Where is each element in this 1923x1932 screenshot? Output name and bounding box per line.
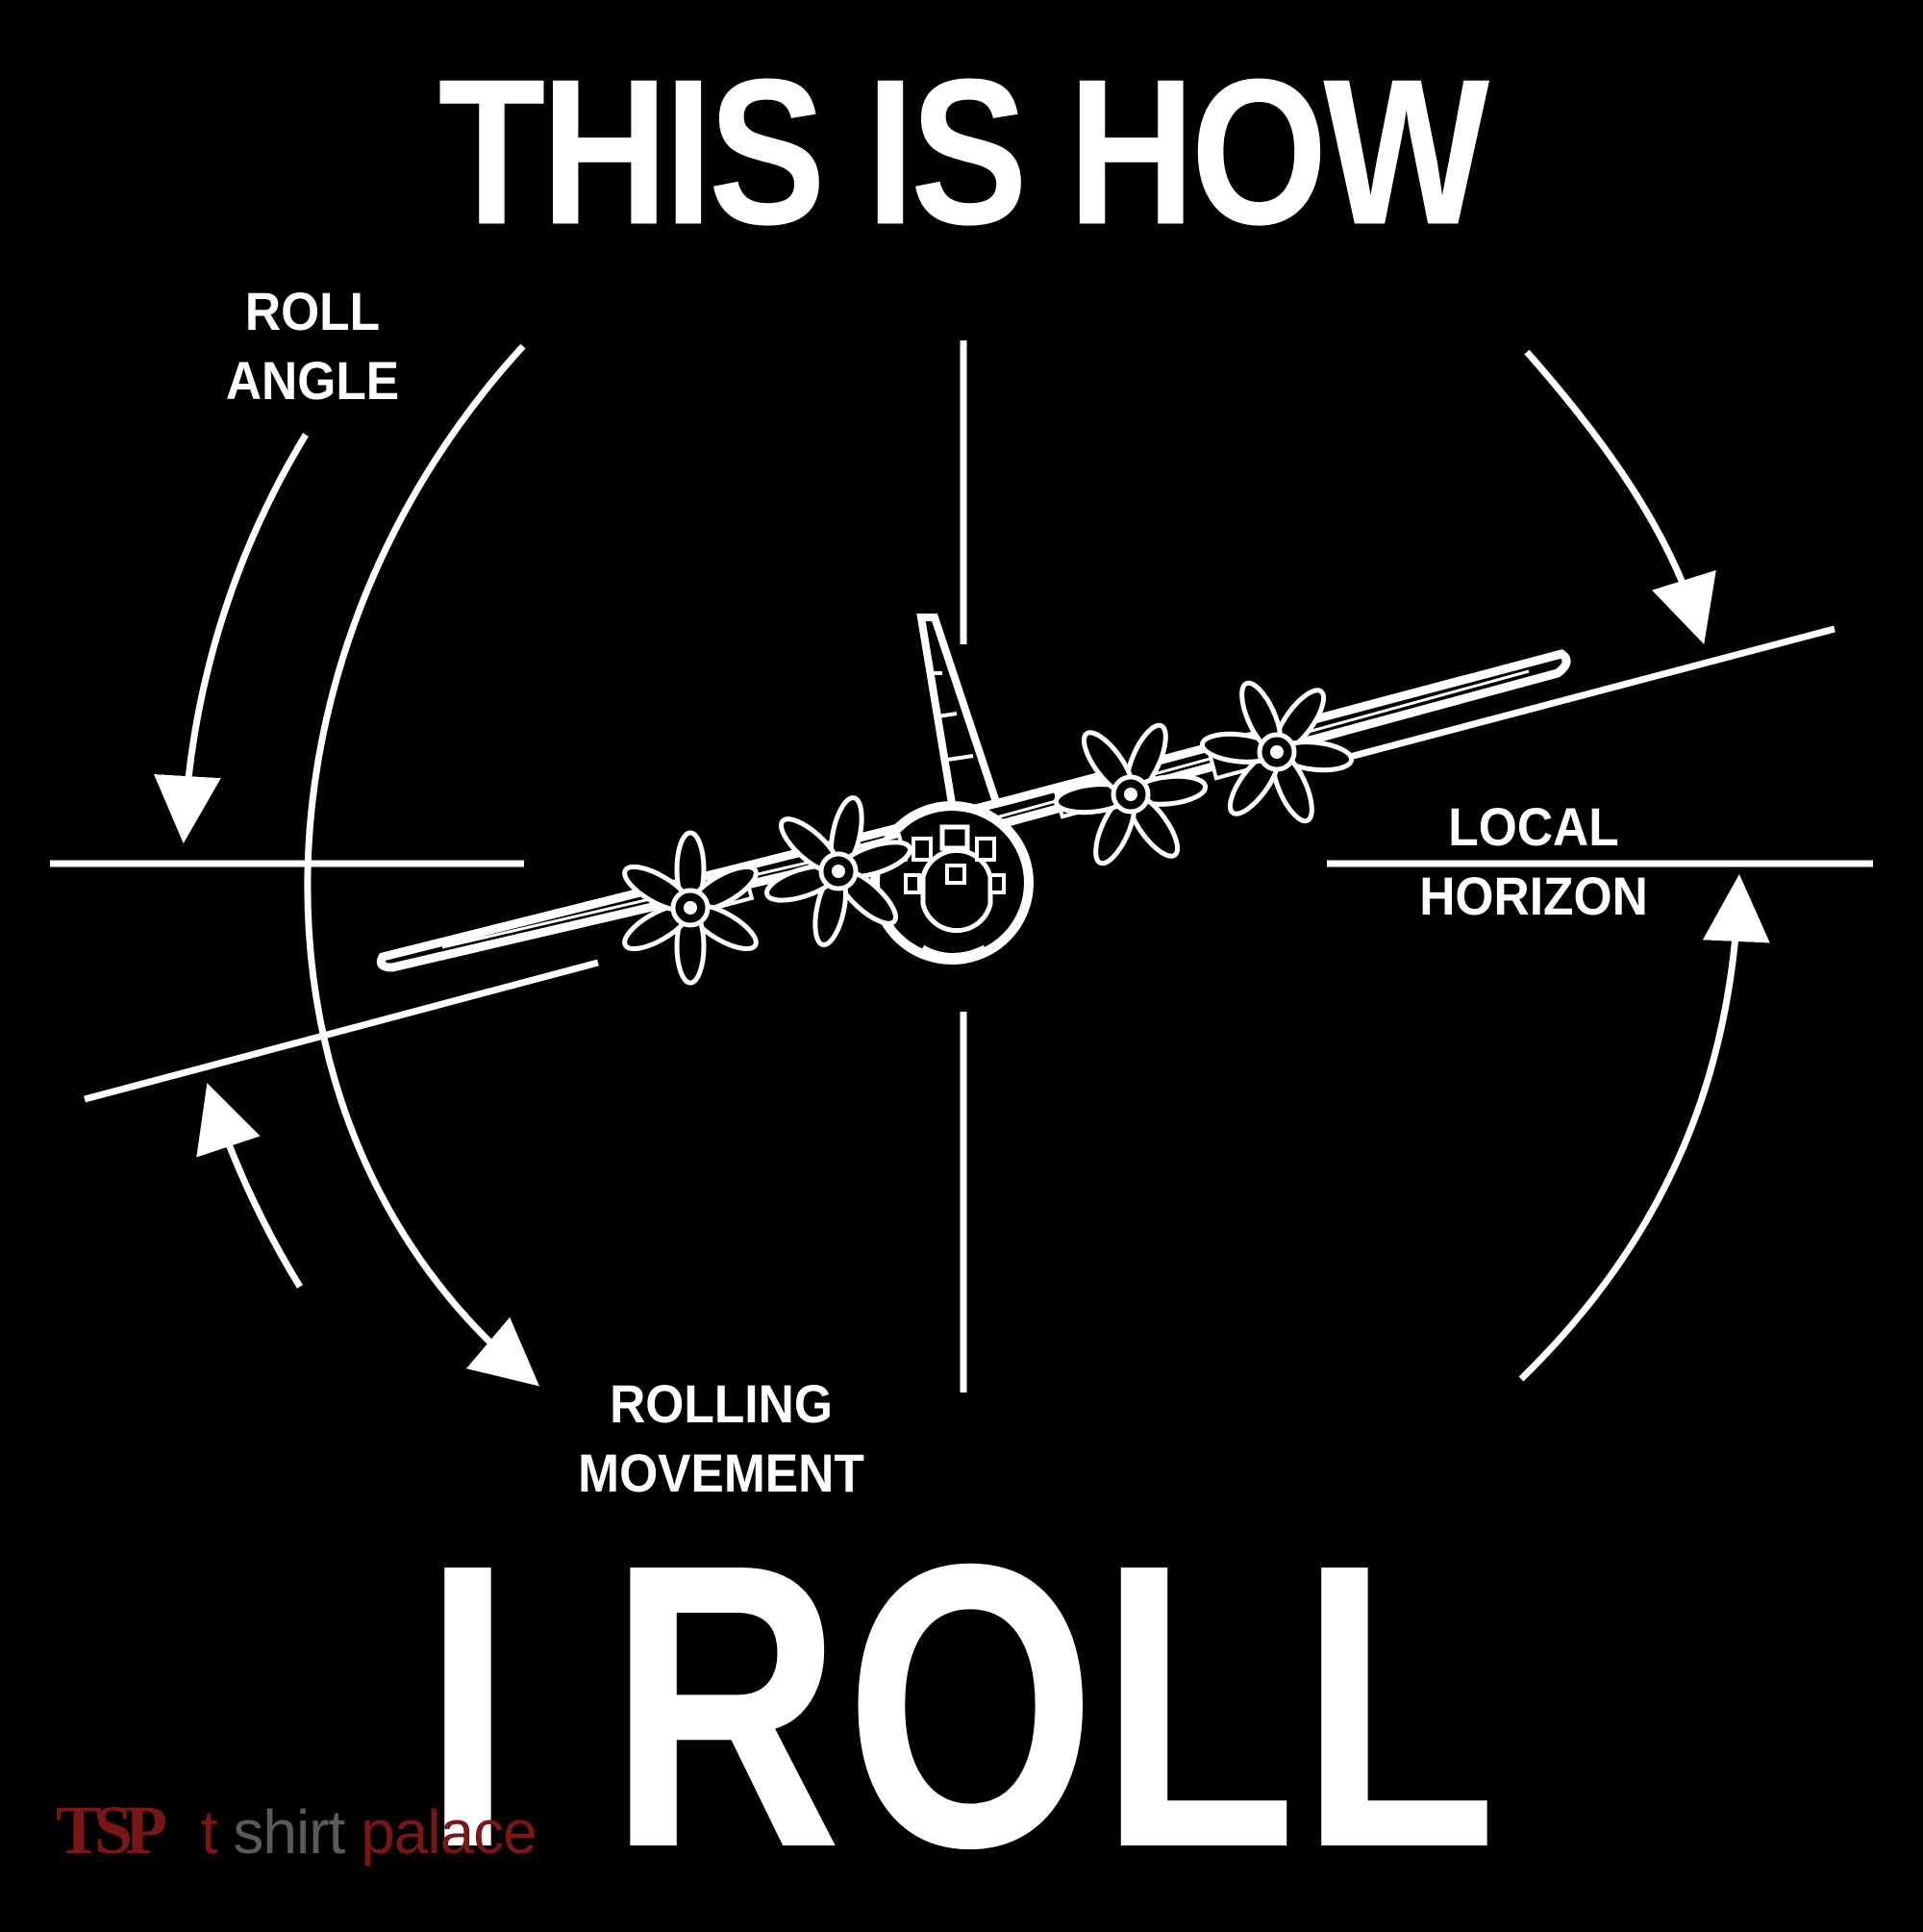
roll-angle-lower-arrow — [196, 1083, 303, 1289]
roll-angle-arrow — [153, 433, 309, 843]
rolling-movement-arc — [304, 343, 540, 1387]
propellers — [622, 680, 1355, 986]
right-bottom-arrow — [1518, 874, 1770, 1382]
watermark-word-1: t — [200, 1797, 218, 1867]
headline-bottom: I ROLL — [422, 1481, 1501, 1932]
watermark-logo: TSP — [56, 1792, 167, 1869]
watermark: TSP t shirt palace — [56, 1791, 537, 1870]
label-rolling-movement-line1: ROLLING — [610, 1373, 833, 1434]
label-local-horizon-line1: LOCAL — [1448, 796, 1619, 857]
roll-axis-line-left — [84, 959, 599, 1103]
propeller-icon — [764, 795, 912, 947]
propeller-icon — [1053, 722, 1209, 866]
aircraft-icon — [376, 614, 1571, 972]
label-rolling-movement: ROLLING MOVEMENT — [571, 1369, 872, 1508]
label-roll-angle: ROLL ANGLE — [219, 277, 405, 415]
right-top-arrow — [1524, 349, 1716, 645]
propeller-icon — [622, 830, 759, 986]
label-roll-angle-line2: ANGLE — [225, 350, 400, 411]
label-local-horizon: LOCAL HORIZON — [1414, 792, 1653, 931]
label-rolling-movement-line2: MOVEMENT — [578, 1443, 864, 1503]
label-local-horizon-line2: HORIZON — [1419, 866, 1648, 926]
roll-axis-line-right — [1345, 625, 1836, 762]
watermark-word-3: palace — [361, 1797, 537, 1867]
watermark-word-2: shirt — [233, 1797, 345, 1867]
propeller-icon — [1199, 680, 1355, 824]
label-roll-angle-line1: ROLL — [244, 281, 381, 341]
headline-top: THIS IS HOW — [437, 35, 1489, 268]
